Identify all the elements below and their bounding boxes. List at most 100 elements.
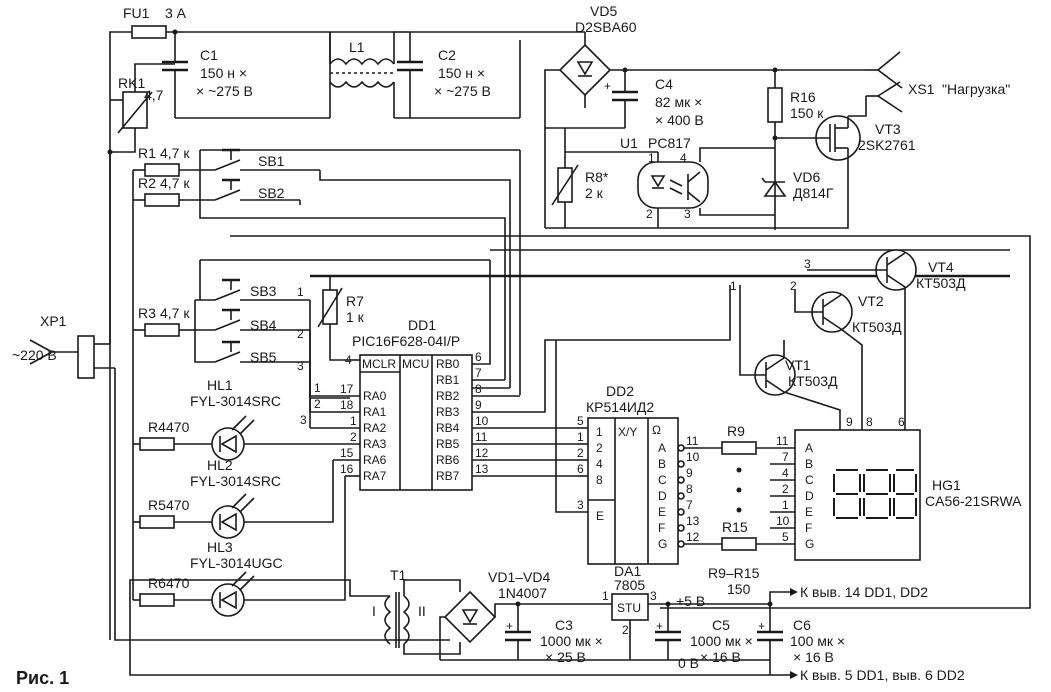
transistor-vt1 [754,354,796,396]
bridge-vd5 [558,43,612,97]
button-sb1 [214,148,320,171]
svg-text:RB7: RB7 [436,469,460,483]
svg-text:13: 13 [686,514,700,528]
svg-text:2: 2 [314,397,321,411]
resistor-r6 [139,593,175,607]
r7-value: 1 к [346,309,365,325]
da1-value: 7805 [614,577,645,593]
resistor-r4 [139,437,175,451]
svg-text:3: 3 [300,413,307,427]
xp1-value: ~220 В [12,347,57,363]
svg-text:+: + [506,619,513,633]
svg-text:16: 16 [340,462,354,476]
dd1-left-wires: 1 2 3 [240,330,360,477]
u1-value: PC817 [648,135,691,151]
transistor-vt4 [875,249,917,291]
fuse-fu1 [131,25,167,39]
svg-text:12: 12 [475,446,489,460]
c6-value2: × 16 В [793,649,834,665]
hl1-value: FYL-3014SRC [190,393,281,409]
svg-text:8: 8 [475,382,482,396]
t1-w1: I [372,603,376,619]
c4-value1: 82 мк × [655,94,702,110]
svg-text:9: 9 [475,398,482,412]
svg-text:3: 3 [577,498,584,512]
svg-text:2: 2 [350,430,357,444]
vt1-value: КТ503Д [788,373,838,389]
dd1-right-pins: RB0 RB1 RB2 RB3 RB4 RB5 RB6 RB7 6 7 8 9 … [436,350,489,483]
sb4-ref: SB4 [250,317,277,333]
resistor-r9 [721,441,757,455]
vd6-value: Д814Г [793,185,834,201]
svg-text:2: 2 [577,446,584,460]
sb3-ref: SB3 [250,283,277,299]
svg-text:C: C [805,473,814,487]
sb5-ref: SB5 [250,349,277,365]
svg-text:RA1: RA1 [363,405,387,419]
vd1vd4-ref: VD1–VD4 [488,569,550,585]
choke-l1 [329,32,395,118]
svg-text:1: 1 [648,151,655,165]
svg-text:1: 1 [577,430,584,444]
c3-value1: 1000 мк × [540,633,603,649]
svg-text:+: + [758,619,765,633]
svg-text:RB6: RB6 [436,453,460,467]
c4-ref: C4 [655,76,673,92]
svg-text:12: 12 [686,530,700,544]
svg-text:8: 8 [596,473,603,487]
svg-text:10: 10 [776,514,790,528]
c6-value1: 100 мк × [790,633,845,649]
svg-text:1: 1 [596,425,603,439]
svg-text:7: 7 [475,366,482,380]
svg-text:RB2: RB2 [436,389,460,403]
svg-text:B: B [805,457,813,471]
svg-text:RB0: RB0 [436,357,460,371]
svg-text:4: 4 [680,151,687,165]
svg-text:G: G [805,537,814,551]
c1-value1: 150 н × [200,65,247,81]
dd1-ref: DD1 [408,317,436,333]
c6-ref: C6 [793,617,811,633]
display-hg1 [794,429,921,561]
svg-text:7: 7 [686,498,693,512]
dd1-mcu: MCU [402,357,429,371]
vt4-ref: VT4 [928,259,954,275]
r9r15-value: 150 [727,581,751,597]
led-hl2 [211,493,255,539]
svg-text:1: 1 [350,414,357,428]
transformer-t1 [384,592,410,648]
svg-text:F: F [805,521,812,535]
hg1-value: CA56-21SRWA [925,493,1022,509]
resistor-r15 [721,537,757,551]
vt4-value: КТ503Д [916,275,966,291]
r8-ref: R8* [585,169,609,185]
dd2-inputs: 1 2 4 8 E 5 1 2 6 3 [555,340,604,523]
c5-ref: C5 [712,617,730,633]
svg-text:9: 9 [846,415,853,429]
resistor-r16 [767,87,783,123]
vt3-value: 2SK2761 [858,137,916,153]
rail-plus5: +5 В [676,593,705,609]
da1-body: STU [617,601,641,615]
decoder-dd2 [587,417,679,565]
svg-text:10: 10 [686,450,700,464]
svg-text:RB5: RB5 [436,437,460,451]
r5-value: 470 [166,497,190,513]
plug-xp1 [29,335,115,379]
svg-text:4: 4 [782,466,789,480]
resistor-r3 [144,323,180,337]
c2-value2: × ~275 В [434,83,491,99]
fu1-value: 3 А [165,5,187,21]
svg-text:+: + [604,79,611,93]
svg-text:RB3: RB3 [436,405,460,419]
svg-text:RB1: RB1 [436,373,460,387]
dd1-value: PIC16F628-04I/P [352,333,460,349]
regulator-da1 [611,593,649,621]
vt2-value: КТ503Д [852,319,902,335]
svg-text:1: 1 [297,285,304,299]
svg-text:+: + [656,619,663,633]
svg-text:1: 1 [782,498,789,512]
svg-text:2: 2 [622,623,629,637]
mcu-dd1 [359,354,473,491]
